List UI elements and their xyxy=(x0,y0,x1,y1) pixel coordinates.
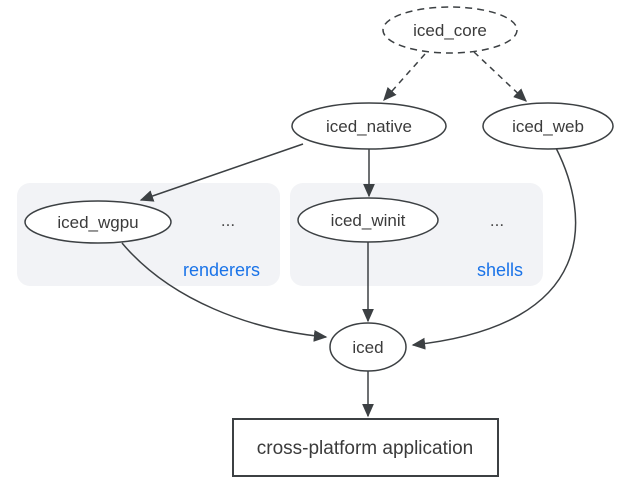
group-shells-ellipsis: ... xyxy=(490,211,504,230)
edge-iced-core-to-iced-web xyxy=(473,51,527,102)
node-iced-native xyxy=(291,102,447,150)
edge-iced-web-to-iced xyxy=(411,147,577,350)
node-iced-web xyxy=(482,102,614,150)
node-iced-winit xyxy=(297,197,439,243)
edge-iced-native-to-iced-wgpu xyxy=(139,143,304,202)
node-iced xyxy=(329,322,407,372)
group-renderers-ellipsis: ... xyxy=(221,211,235,230)
node-application-box xyxy=(232,418,499,477)
node-iced-winit-label: iced_winit xyxy=(331,211,406,230)
edge-iced-wgpu-to-iced xyxy=(121,242,328,342)
node-application-label: cross-platform application xyxy=(257,438,473,459)
node-iced-native-label: iced_native xyxy=(326,117,412,136)
node-iced-core-label: iced_core xyxy=(413,21,487,40)
node-iced-web-label: iced_web xyxy=(512,117,584,136)
group-renderers-label: renderers xyxy=(183,260,260,280)
node-iced-wgpu xyxy=(24,200,172,244)
node-iced-core xyxy=(382,6,518,54)
node-iced-wgpu-label: iced_wgpu xyxy=(57,213,138,232)
edge-iced-core-to-iced-native xyxy=(383,53,426,102)
group-shells-label: shells xyxy=(477,260,523,280)
node-iced-label: iced xyxy=(352,338,383,357)
